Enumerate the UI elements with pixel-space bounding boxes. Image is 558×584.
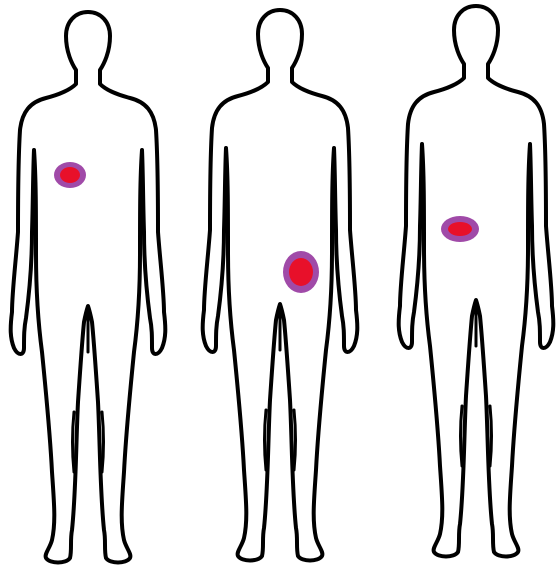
human-figure-2 xyxy=(203,10,358,561)
marker-left-abdomen xyxy=(441,216,479,242)
marker-right-chest xyxy=(54,162,86,188)
human-figure-1 xyxy=(11,12,166,563)
marker-lower-right-abdomen xyxy=(283,251,319,293)
human-figure-3 xyxy=(399,6,554,557)
